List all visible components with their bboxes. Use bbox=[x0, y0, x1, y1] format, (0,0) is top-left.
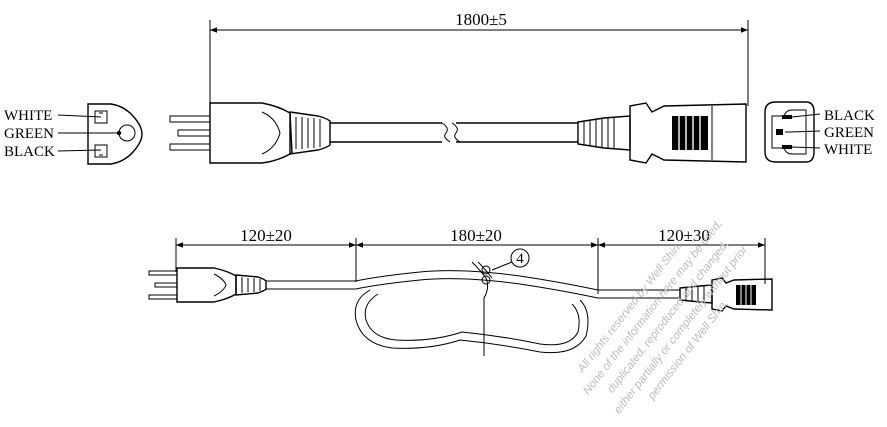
callout-number: 4 bbox=[516, 251, 524, 267]
connector-face-label-3: WHITE bbox=[824, 142, 872, 158]
connector-face-label-2: GREEN bbox=[824, 125, 874, 141]
overall-length-text: 1800±5 bbox=[455, 10, 507, 29]
plug-side-view bbox=[169, 102, 331, 164]
plug-pin-ground bbox=[177, 129, 211, 137]
plug-face-ground-hole bbox=[118, 124, 136, 142]
segment-dimensions: 120±20 180±20 120±30 bbox=[175, 226, 766, 294]
plug-pin-top bbox=[169, 115, 211, 123]
plug-face-label-2: GREEN bbox=[4, 126, 54, 142]
plug-face-view: WHITE GREEN BLACK bbox=[4, 103, 143, 165]
plug-face-slot-bottom bbox=[94, 144, 108, 158]
plug-face-label-1: WHITE bbox=[4, 108, 52, 124]
callout-4: 4 bbox=[491, 248, 530, 271]
connector-face-view: BLACK GREEN WHITE bbox=[764, 101, 875, 163]
coil-length-text: 180±20 bbox=[450, 226, 502, 245]
connector-grip bbox=[672, 116, 708, 150]
plug-lower-view bbox=[148, 267, 267, 303]
connector-lower-view bbox=[679, 277, 773, 312]
plug-end-length-text: 120±20 bbox=[240, 226, 292, 245]
cable-lower bbox=[266, 261, 680, 356]
plug-face-label-3: BLACK bbox=[4, 144, 55, 160]
connector-end-length-text: 120±30 bbox=[658, 226, 710, 245]
connector-face-label-1: BLACK bbox=[824, 108, 875, 124]
connector-side-view bbox=[577, 102, 747, 164]
overall-length-dimension: 1800±5 bbox=[209, 10, 749, 106]
plug-pin-bottom bbox=[169, 143, 211, 151]
cable-top bbox=[330, 122, 578, 143]
